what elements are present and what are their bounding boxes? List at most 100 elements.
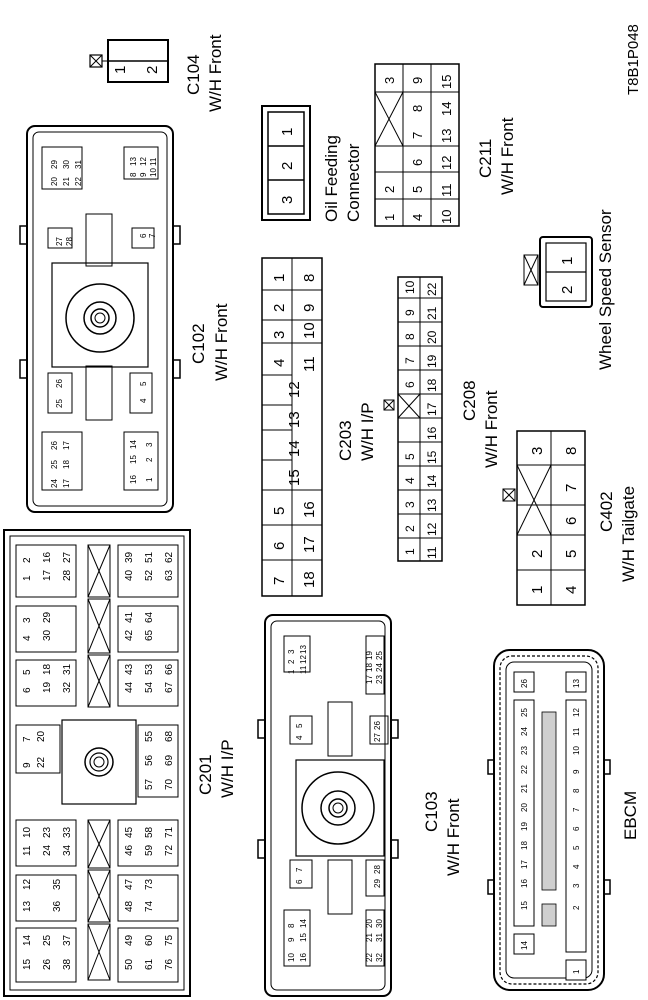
c102-pin: 11 bbox=[149, 157, 158, 166]
c203-pin: 1 bbox=[271, 274, 288, 282]
c201-pin: 37 bbox=[62, 934, 73, 946]
c102-pin: 7 bbox=[148, 233, 157, 238]
c201-pin: 42 bbox=[124, 629, 135, 641]
connector-ebcm: 26 13 14 1 25 24 23 22 21 20 19 18 17 16… bbox=[487, 649, 640, 991]
c104-latch-icon bbox=[89, 54, 108, 68]
c103-pin: 2 bbox=[287, 659, 296, 664]
c211-pin: 15 bbox=[439, 75, 454, 89]
c102-pin: 21 bbox=[62, 177, 71, 186]
c102-pin: 29 bbox=[50, 160, 59, 169]
c211-pin: 14 bbox=[439, 102, 454, 116]
c203-pin: 13 bbox=[286, 411, 303, 428]
c102-pin: 25 bbox=[50, 460, 59, 469]
c102-pin: 20 bbox=[50, 177, 59, 186]
c201-pin: 30 bbox=[42, 629, 53, 641]
ebcm-pin: 12 bbox=[572, 708, 581, 717]
c103-pin: 12 bbox=[299, 655, 308, 664]
c201-pin: 75 bbox=[164, 934, 175, 946]
c211-pin: 7 bbox=[410, 132, 425, 139]
ebcm-pin: 19 bbox=[520, 822, 529, 831]
c208-pin: 1 bbox=[403, 548, 417, 555]
c208-pin: 19 bbox=[425, 354, 439, 368]
c201-pin: 70 bbox=[164, 778, 175, 790]
connector-oil-feeding: 1 2 3 Oil Feeding Connector bbox=[261, 105, 363, 222]
ebcm-pin: 10 bbox=[572, 746, 581, 755]
connector-c203: 1 2 3 4 5 6 7 8 9 10 11 12 13 14 15 16 1… bbox=[261, 257, 377, 597]
c102-name: C102 bbox=[189, 323, 208, 364]
c103-pin: 4 bbox=[295, 735, 304, 740]
c201-pin: 38 bbox=[62, 958, 73, 970]
c102-location: W/H Front bbox=[212, 303, 231, 381]
c211-pin: 9 bbox=[410, 77, 425, 84]
c102-pin: 13 bbox=[129, 157, 138, 166]
c208-pin: 6 bbox=[403, 381, 417, 388]
ebcm-pin: 8 bbox=[572, 788, 581, 793]
ebcm-pin: 24 bbox=[520, 727, 529, 736]
c208-pin: 18 bbox=[425, 378, 439, 392]
c203-pin: 9 bbox=[301, 304, 318, 312]
c102-pin: 31 bbox=[74, 160, 83, 169]
c103-pin: 30 bbox=[375, 919, 384, 928]
c211-pin: 12 bbox=[439, 156, 454, 170]
c201-pin: 13 bbox=[22, 900, 33, 912]
oil-feed-name-line1: Oil Feeding bbox=[322, 135, 341, 222]
c201-pin: 65 bbox=[144, 629, 155, 641]
ebcm-name: EBCM bbox=[621, 791, 640, 840]
c103-pin: 23 bbox=[375, 675, 384, 684]
c201-pin: 31 bbox=[62, 663, 73, 675]
c203-location: W/H I/P bbox=[358, 402, 377, 461]
c103-pin: 29 bbox=[373, 879, 382, 888]
c103-pin: 31 bbox=[375, 933, 384, 942]
c201-pin: 66 bbox=[164, 663, 175, 675]
c208-pin: 12 bbox=[425, 522, 439, 536]
c201-pin: 43 bbox=[124, 663, 135, 675]
c208-pin: 20 bbox=[425, 330, 439, 344]
c103-pin: 8 bbox=[287, 923, 296, 928]
figure-code: T8B1P048 bbox=[625, 24, 642, 95]
c104-pin: 2 bbox=[144, 66, 161, 74]
ebcm-pin: 25 bbox=[520, 708, 529, 717]
c103-pin: 24 bbox=[375, 663, 384, 672]
connector-wheel-speed-sensor: 1 2 Wheel Speed Sensor bbox=[523, 209, 615, 370]
c211-pin: 13 bbox=[439, 129, 454, 143]
c102-pin: 17 bbox=[62, 441, 71, 450]
c402-pin: 8 bbox=[563, 447, 580, 455]
c201-pin: 46 bbox=[124, 844, 135, 856]
c103-pin: 18 bbox=[365, 663, 374, 672]
c201-pin: 20 bbox=[36, 730, 47, 742]
c201-pin: 15 bbox=[22, 958, 33, 970]
c211-pin: 11 bbox=[439, 184, 454, 198]
c208-pin: 22 bbox=[425, 282, 439, 296]
c203-pin: 18 bbox=[301, 571, 318, 588]
ebcm-pin: 5 bbox=[572, 845, 581, 850]
c201-pin: 33 bbox=[62, 826, 73, 838]
ebcm-pin: 21 bbox=[520, 784, 529, 793]
c103-pin: 10 bbox=[287, 953, 296, 962]
c201-pin: 48 bbox=[124, 900, 135, 912]
c201-pin: 18 bbox=[42, 663, 53, 675]
c102-pin: 3 bbox=[145, 442, 154, 447]
c102-pin: 10 bbox=[149, 168, 158, 177]
c201-pin: 36 bbox=[52, 900, 63, 912]
ebcm-pin: 23 bbox=[520, 746, 529, 755]
c201-pin: 9 bbox=[22, 762, 33, 768]
c201-pin: 10 bbox=[22, 826, 33, 838]
connector-c208: 10 9 8 7 6 5 4 3 2 1 22 21 20 19 18 17 1… bbox=[383, 276, 501, 562]
c102-pin: 18 bbox=[62, 460, 71, 469]
ebcm-pin: 11 bbox=[572, 727, 581, 736]
c201-pin: 56 bbox=[144, 754, 155, 766]
c208-pin: 15 bbox=[425, 450, 439, 464]
c201-pin: 53 bbox=[144, 663, 155, 675]
c201-pin: 26 bbox=[42, 958, 53, 970]
c201-pin: 63 bbox=[164, 569, 175, 581]
c102-pin: 15 bbox=[129, 455, 138, 464]
connector-c201: 2 1 16 17 27 28 3 4 29 30 5 6 18 19 31 3… bbox=[3, 529, 237, 997]
c102-pin: 26 bbox=[55, 379, 64, 388]
c103-pin: 26 bbox=[373, 721, 382, 730]
c201-pin: 35 bbox=[52, 878, 63, 890]
oil-feed-pin: 2 bbox=[279, 162, 296, 170]
c208-pin: 16 bbox=[425, 426, 439, 440]
c103-pin: 27 bbox=[373, 733, 382, 742]
c103-pin: 21 bbox=[365, 933, 374, 942]
c201-pin: 54 bbox=[144, 681, 155, 693]
